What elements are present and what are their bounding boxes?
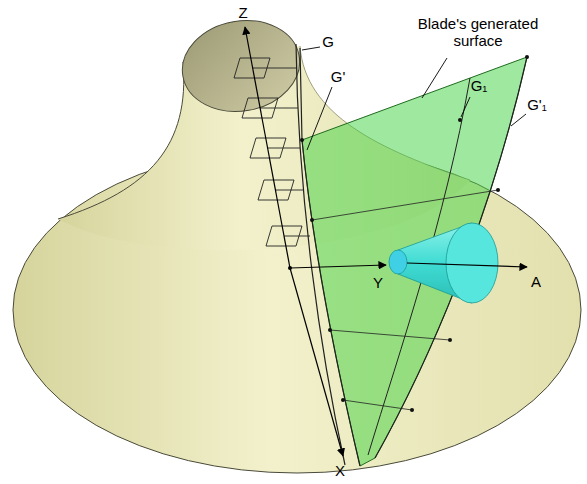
curve-g1-prime — [375, 57, 527, 458]
radius-line — [276, 190, 304, 191]
curve-g-prime — [300, 48, 360, 466]
leader-line — [422, 58, 447, 98]
tangent-planes — [234, 58, 310, 246]
point — [496, 188, 500, 192]
point — [458, 118, 462, 122]
ruling-line — [343, 400, 412, 410]
blade-surface — [302, 57, 527, 466]
radius-line — [268, 148, 300, 149]
leader-line — [307, 87, 332, 150]
curve-g — [296, 44, 345, 465]
a-axis — [407, 263, 527, 267]
axis-label: X — [335, 462, 345, 479]
ruling-line — [330, 330, 450, 340]
cone-tip — [389, 250, 407, 274]
point — [525, 55, 529, 59]
curve-label: G — [322, 33, 334, 50]
curve-label: G' — [331, 68, 346, 85]
leader-line — [511, 114, 526, 126]
leader-line — [302, 47, 320, 50]
ruling-line — [312, 190, 498, 220]
axis-label: A — [531, 273, 541, 290]
surface-label: Blade's generated surface — [413, 15, 543, 50]
neck-silhouette — [58, 62, 184, 219]
y-axis — [290, 265, 386, 268]
curve-points — [300, 55, 529, 412]
z-axis — [245, 27, 290, 268]
axis-label: Y — [373, 274, 383, 291]
radius-line — [260, 108, 298, 109]
curve-label: G₁ — [471, 77, 488, 94]
cone-base — [446, 223, 498, 303]
radius-line — [252, 68, 297, 69]
point — [310, 218, 314, 222]
curve-label: G'₁ — [527, 96, 547, 113]
x-axis — [290, 268, 343, 456]
point — [341, 398, 345, 402]
blade-rulings — [312, 190, 498, 410]
point — [300, 138, 304, 142]
point — [328, 328, 332, 332]
leader-line — [461, 97, 470, 117]
radius-line — [284, 236, 310, 237]
point — [410, 408, 414, 412]
axis-label: Z — [238, 4, 247, 21]
leader-lines — [302, 47, 526, 150]
origin-point — [288, 266, 292, 270]
point — [448, 338, 452, 342]
top-opening — [175, 11, 307, 120]
